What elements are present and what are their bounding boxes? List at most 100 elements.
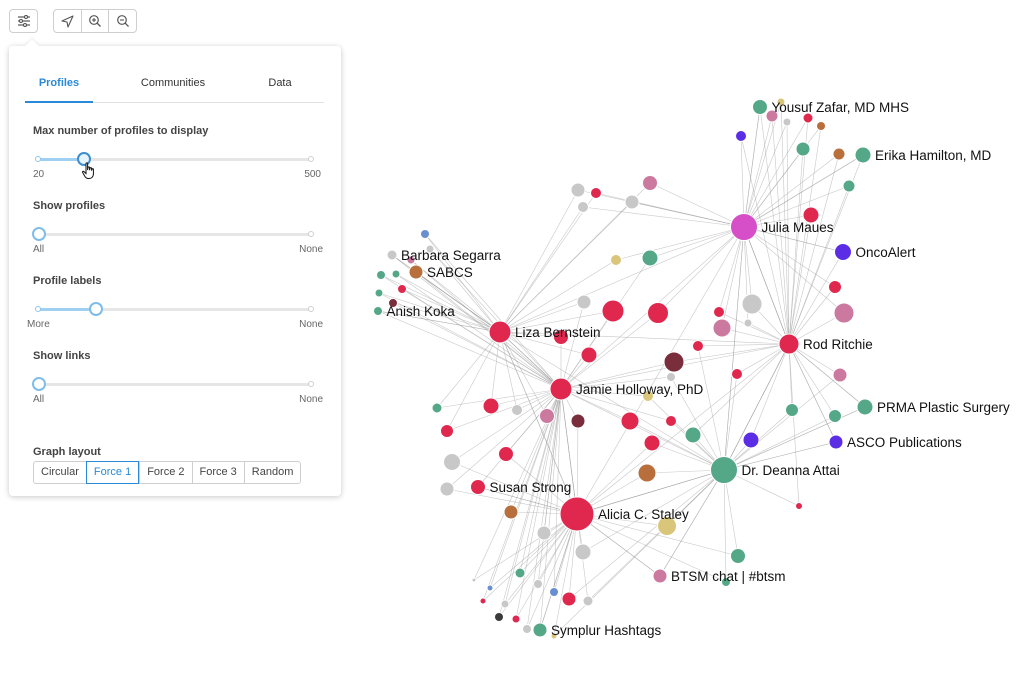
profile-node[interactable] (692, 340, 704, 352)
show-profiles-slider[interactable] (38, 233, 311, 236)
profile-node[interactable] (570, 413, 586, 429)
profile-node[interactable] (553, 329, 569, 345)
tab-data[interactable]: Data (268, 77, 292, 89)
profile-node[interactable] (391, 269, 401, 279)
layout-force3-button[interactable]: Force 3 (191, 462, 244, 483)
profile-node[interactable] (731, 368, 743, 380)
profile-node[interactable] (842, 179, 856, 193)
profile-node[interactable] (828, 409, 842, 423)
layout-force1-button[interactable]: Force 1 (85, 461, 140, 484)
profile-node[interactable] (503, 504, 519, 520)
profile-node[interactable] (832, 367, 848, 383)
profile-node-labeled[interactable] (834, 243, 852, 261)
profile-node-labeled[interactable] (488, 320, 512, 344)
profile-node[interactable] (785, 403, 799, 417)
profile-node[interactable] (486, 584, 494, 592)
profile-node[interactable] (431, 402, 443, 414)
profile-node-labeled[interactable] (752, 99, 768, 115)
profile-node[interactable] (765, 109, 779, 123)
profile-node[interactable] (397, 284, 407, 294)
profile-node[interactable] (576, 294, 592, 310)
profile-node[interactable] (713, 306, 725, 318)
profile-node[interactable] (533, 579, 543, 589)
layout-random-button[interactable]: Random (243, 462, 301, 483)
profile-node[interactable] (590, 187, 602, 199)
profile-labels-slider[interactable] (38, 308, 311, 311)
show-links-handle[interactable] (32, 377, 46, 391)
profile-node[interactable] (425, 244, 435, 254)
profile-node[interactable] (570, 182, 586, 198)
profile-node-labeled[interactable] (408, 264, 424, 280)
profile-node[interactable] (498, 446, 514, 462)
profile-node[interactable] (735, 130, 747, 142)
profile-node[interactable] (388, 298, 398, 308)
navigation-arrow-icon[interactable] (54, 10, 81, 32)
profile-node[interactable] (832, 147, 846, 161)
profile-node[interactable] (637, 463, 657, 483)
profile-node[interactable] (795, 502, 803, 510)
profile-node[interactable] (802, 206, 820, 224)
profile-node[interactable] (643, 434, 661, 452)
profile-node[interactable] (802, 112, 814, 124)
profile-node[interactable] (439, 481, 455, 497)
profile-node-labeled[interactable] (386, 249, 398, 261)
profile-node[interactable] (684, 426, 702, 444)
profile-node[interactable] (577, 201, 589, 213)
profile-node[interactable] (374, 288, 384, 298)
profile-node[interactable] (642, 390, 654, 402)
profile-node[interactable] (561, 591, 577, 607)
profile-node[interactable] (536, 525, 552, 541)
profile-node[interactable] (641, 249, 659, 267)
profile-node[interactable] (782, 117, 792, 127)
profile-node[interactable] (494, 612, 504, 622)
profile-node-labeled[interactable] (710, 456, 738, 484)
profile-node[interactable] (511, 614, 521, 624)
show-profiles-handle[interactable] (32, 227, 46, 241)
profile-node-labeled[interactable] (549, 377, 573, 401)
profile-node[interactable] (471, 577, 477, 583)
profile-labels-handle[interactable] (89, 302, 103, 316)
profile-node-labeled[interactable] (828, 434, 844, 450)
zoom-in-icon[interactable] (80, 10, 109, 32)
profile-node[interactable] (833, 302, 855, 324)
profile-node-labeled[interactable] (856, 398, 874, 416)
profile-node[interactable] (647, 302, 669, 324)
profile-node[interactable] (582, 595, 594, 607)
tab-communities[interactable]: Communities (140, 77, 206, 89)
sliders-icon[interactable] (10, 10, 37, 32)
profile-node[interactable] (620, 411, 640, 431)
profile-node[interactable] (550, 632, 558, 640)
layout-force2-button[interactable]: Force 2 (139, 462, 191, 483)
profile-node[interactable] (663, 351, 685, 373)
profile-node-labeled[interactable] (730, 213, 758, 241)
profile-node[interactable] (795, 141, 811, 157)
max-profiles-slider[interactable] (38, 158, 311, 161)
profile-node[interactable] (642, 175, 658, 191)
profile-node[interactable] (479, 597, 487, 605)
profile-node-labeled[interactable] (559, 496, 595, 532)
profile-node[interactable] (610, 254, 622, 266)
profile-node-labeled[interactable] (470, 479, 486, 495)
profile-node[interactable] (443, 453, 461, 471)
profile-node-labeled[interactable] (854, 146, 872, 164)
profile-node[interactable] (666, 372, 676, 382)
profile-node[interactable] (776, 97, 786, 107)
profile-node[interactable] (743, 318, 753, 328)
profile-node[interactable] (624, 194, 640, 210)
profile-node[interactable] (482, 397, 500, 415)
tab-profiles[interactable]: Profiles (25, 68, 93, 103)
profile-node[interactable] (511, 404, 523, 416)
profile-node[interactable] (420, 229, 430, 239)
zoom-out-icon[interactable] (108, 10, 136, 32)
profile-node[interactable] (440, 424, 454, 438)
profile-node[interactable] (601, 299, 625, 323)
profile-node[interactable] (816, 121, 826, 131)
profile-node[interactable] (665, 415, 677, 427)
profile-node[interactable] (539, 408, 555, 424)
profile-node[interactable] (712, 318, 732, 338)
profile-node-labeled[interactable] (778, 333, 800, 355)
profile-node[interactable] (376, 270, 386, 280)
profile-node[interactable] (549, 587, 559, 597)
profile-node[interactable] (514, 567, 526, 579)
